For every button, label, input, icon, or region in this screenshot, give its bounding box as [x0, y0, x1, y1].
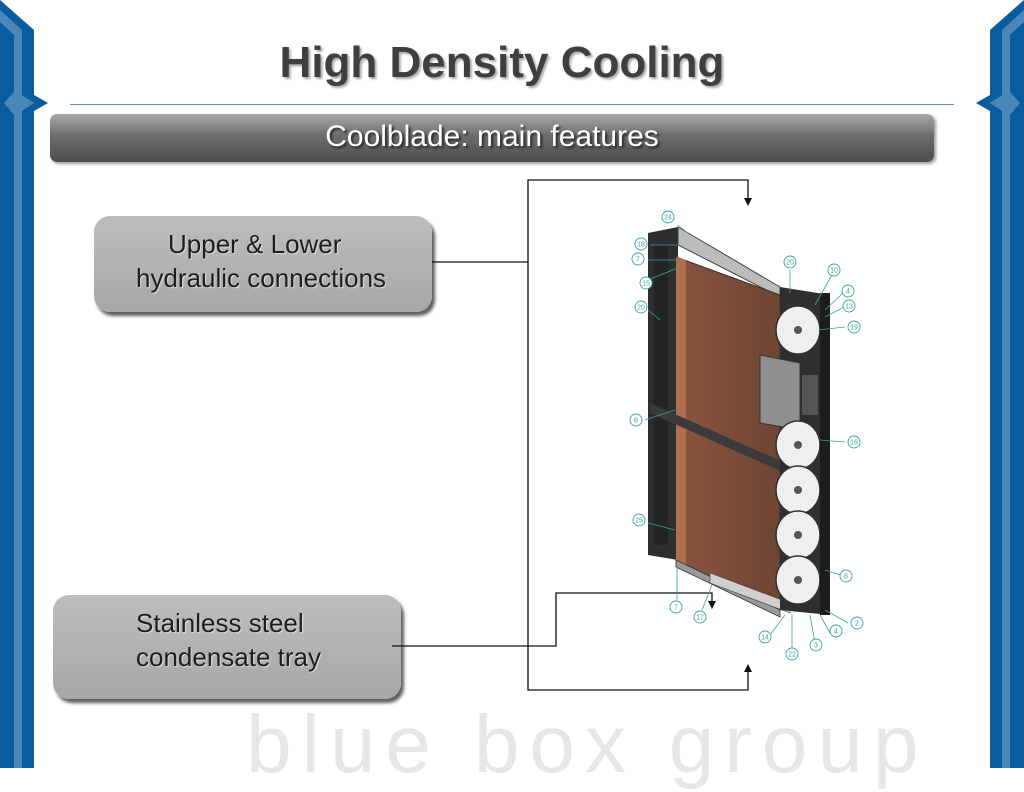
callout-hydraulic-line2: hydraulic connections — [136, 263, 387, 293]
part-number: 13 — [845, 304, 853, 311]
callout-tray-line2: condensate tray — [136, 642, 322, 672]
callout-condensate-tray — [53, 595, 401, 699]
part-number: 3 — [814, 643, 818, 650]
title-divider — [70, 104, 954, 105]
part-number: 4 — [834, 629, 838, 636]
part-number: 19 — [850, 325, 858, 332]
subtitle-text: Coolblade: main features — [325, 120, 659, 153]
callout-hydraulic-connections — [94, 216, 432, 312]
part-number: 7 — [674, 605, 678, 612]
part-number: 25 — [635, 518, 643, 525]
part-number: 8 — [844, 574, 848, 581]
coolblade-unit-illustration: 24 18 7 15 20 20 10 4 13 19 6 16 25 8 7 … — [629, 210, 864, 661]
part-number: 15 — [642, 281, 650, 288]
part-number: 18 — [637, 242, 645, 249]
part-number: 2 — [855, 621, 859, 628]
part-number: 24 — [664, 215, 672, 222]
left-frame-decoration — [0, 0, 48, 768]
callout-hydraulic-line1: Upper & Lower — [168, 229, 342, 259]
part-number: 14 — [761, 635, 769, 642]
part-number: 7 — [636, 257, 640, 264]
part-number: 16 — [850, 440, 858, 447]
part-number: 6 — [634, 418, 638, 425]
part-number: 17 — [696, 615, 704, 622]
part-number: 4 — [846, 289, 850, 296]
slide-title: High Density Cooling — [279, 38, 725, 87]
connector-lines — [392, 179, 752, 691]
part-number: 20 — [786, 260, 794, 267]
part-number: 20 — [637, 305, 645, 312]
right-frame-decoration — [976, 0, 1024, 768]
subtitle-bar — [50, 114, 934, 162]
watermark-logo-text: blue box group — [246, 699, 929, 790]
part-number: 22 — [788, 652, 796, 659]
part-number: 10 — [830, 268, 838, 275]
callout-tray-line1: Stainless steel — [136, 608, 304, 638]
